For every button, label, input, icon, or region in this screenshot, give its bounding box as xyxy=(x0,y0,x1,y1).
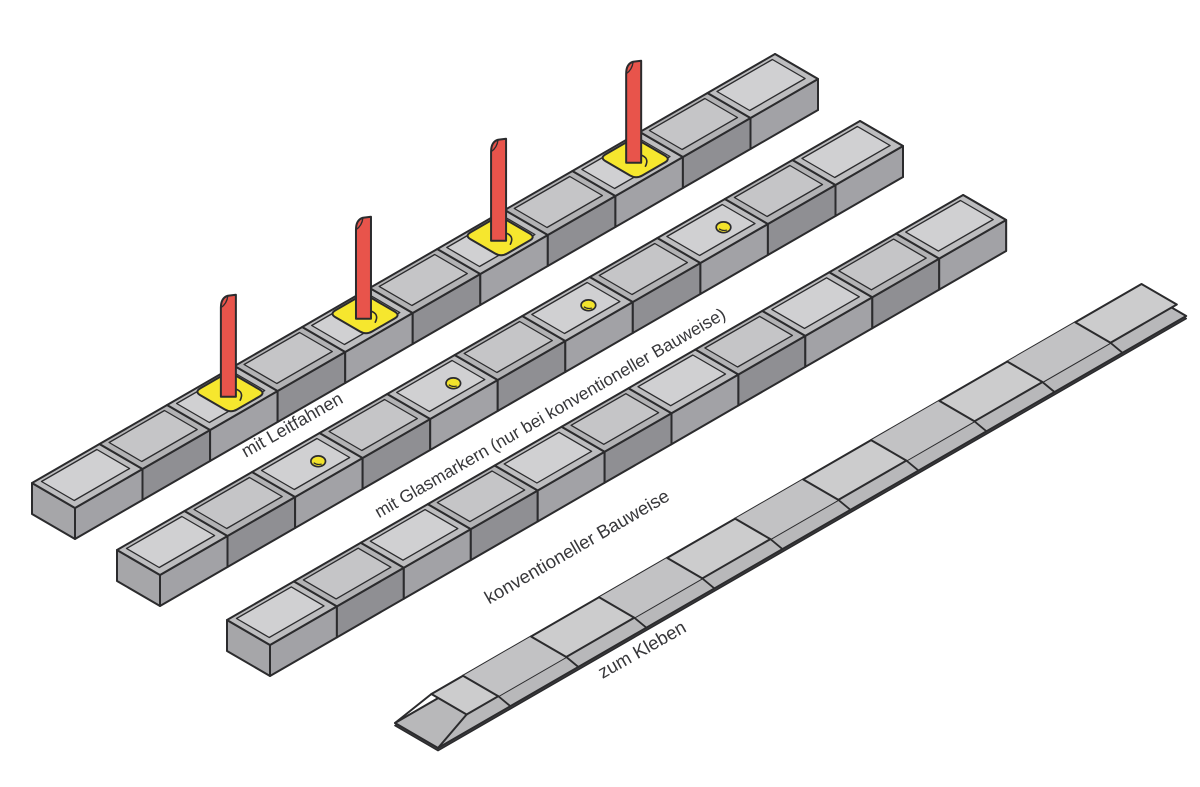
strip-seam xyxy=(666,556,704,580)
curb-block xyxy=(723,159,837,256)
strip-bevel-seam xyxy=(633,616,648,629)
curb-block xyxy=(453,315,567,412)
flag-fold-line xyxy=(355,217,364,231)
block-top-face xyxy=(302,547,392,600)
strip-seam xyxy=(734,517,772,541)
block-top-face xyxy=(771,277,860,330)
curb-row-zum-kleben xyxy=(394,283,1188,752)
block-top-face xyxy=(378,253,468,307)
strip-block-shade xyxy=(463,636,567,697)
block-top-face xyxy=(838,238,927,291)
block-top-face xyxy=(801,125,891,179)
strip-bevel-seam xyxy=(565,656,580,668)
block-top-face xyxy=(503,431,593,484)
strip-left-bevel-edge xyxy=(437,713,468,749)
curb-block xyxy=(706,53,819,150)
strip-bevel-seam xyxy=(905,459,920,472)
strip-bevel-seam xyxy=(497,695,512,708)
curb-block xyxy=(638,92,752,189)
strip-bevel-seam xyxy=(769,538,784,550)
curb-block xyxy=(588,237,702,334)
strip-bevel-seam xyxy=(1109,341,1124,354)
block-top-face xyxy=(513,175,604,229)
block-top-face xyxy=(260,437,351,491)
block-top-face xyxy=(40,448,131,502)
strip-seam xyxy=(870,439,908,462)
flag-fold-line xyxy=(490,139,499,153)
glass-marker-detail xyxy=(313,462,322,466)
block-top-face xyxy=(328,398,418,452)
curb-block xyxy=(761,271,874,368)
curb-block xyxy=(31,443,144,540)
curb-block xyxy=(359,503,472,600)
strip-block-shade xyxy=(735,479,839,540)
strip-bevel-seam xyxy=(1041,381,1056,393)
curb-block xyxy=(183,471,297,568)
strip-bevel-seam xyxy=(701,577,716,590)
glass-marker-detail xyxy=(448,384,457,388)
curb-block xyxy=(233,326,347,423)
strip-seam xyxy=(462,674,500,698)
block-top-face xyxy=(704,315,794,368)
curb-block xyxy=(627,348,740,446)
curb-block xyxy=(493,425,606,523)
curb-block xyxy=(386,354,499,451)
curb-row-mit-leitfahnen xyxy=(31,53,819,540)
block-top-face xyxy=(637,354,727,407)
curb-block xyxy=(791,120,904,217)
block-top-face xyxy=(598,242,689,296)
guide-flag-icon xyxy=(490,137,508,242)
block-top-face xyxy=(193,476,283,530)
strip-seam xyxy=(1074,321,1112,344)
flag-fold-line xyxy=(220,295,229,309)
glass-marker-icon xyxy=(580,299,597,312)
block-top-face xyxy=(905,199,994,252)
strip-seam xyxy=(802,478,840,501)
flag-fold-line xyxy=(625,61,634,75)
strip-bevel-seam xyxy=(837,498,852,511)
glass-marker-detail xyxy=(718,228,728,232)
block-top-face xyxy=(733,164,824,218)
block-top-face xyxy=(436,470,526,523)
strip-seam xyxy=(530,635,568,658)
block-top-face xyxy=(235,586,325,639)
curb-block xyxy=(694,309,807,407)
strip-seam xyxy=(598,596,636,619)
curb-block xyxy=(895,194,1008,291)
curb-block xyxy=(426,464,539,562)
glass-marker-icon xyxy=(715,221,732,234)
strip-block-shade xyxy=(1007,322,1111,382)
curb-block xyxy=(560,387,673,484)
block-top-face xyxy=(648,97,739,151)
block-top-face xyxy=(531,281,621,335)
strip-block-shade xyxy=(871,400,975,461)
curb-row-mit-glasmarkern xyxy=(116,120,904,607)
glass-marker-icon xyxy=(445,377,462,390)
strip-block-shade xyxy=(599,557,703,618)
block-top-face xyxy=(369,508,459,561)
curb-block xyxy=(521,276,634,373)
guide-flag-icon xyxy=(625,59,643,164)
glass-marker-icon xyxy=(310,455,327,468)
curb-block xyxy=(292,541,405,639)
block-top-face xyxy=(716,58,806,112)
curb-block xyxy=(368,248,482,345)
strip-seam xyxy=(1006,360,1044,383)
curb-block xyxy=(318,393,432,490)
guide-flag-icon xyxy=(354,215,372,320)
block-top-face xyxy=(125,515,216,569)
block-top-face xyxy=(570,393,660,445)
block-top-face xyxy=(666,203,756,257)
strip-bevel-seam xyxy=(973,420,988,433)
curb-row-konventionelle-bauweise xyxy=(226,194,1008,677)
guide-flag-icon xyxy=(219,293,237,398)
strip-left-bevel-edge xyxy=(394,693,433,724)
block-top-face xyxy=(108,409,198,463)
glass-marker-detail xyxy=(583,306,593,310)
block-top-face xyxy=(243,331,333,385)
strip-seam xyxy=(938,399,976,423)
block-top-face xyxy=(396,359,486,413)
block-top-face xyxy=(463,320,553,374)
